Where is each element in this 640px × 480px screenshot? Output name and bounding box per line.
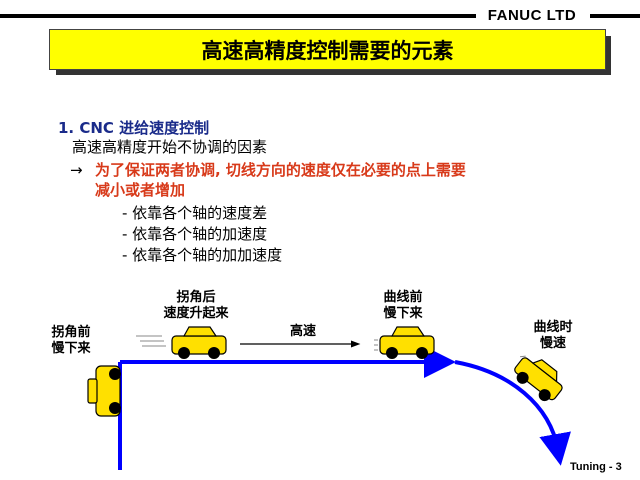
label-high-speed: 高速: [289, 324, 316, 339]
bullet-jerk: - 依靠各个轴的加加速度: [122, 246, 283, 264]
intro-text: 高速高精度开始不协调的因素: [72, 138, 268, 156]
car-before-curve: [374, 326, 435, 359]
label-before-corner: 拐角前 慢下来: [51, 325, 91, 356]
label-before-curve: 曲线前 慢下来: [383, 290, 423, 321]
car-on-curve: [514, 355, 563, 402]
car-after-corner: [136, 326, 227, 359]
header-rule: [0, 14, 640, 18]
point-text-line1: 为了保证两者协调, 切线方向的速度仅在必要的点上需要: [95, 161, 466, 179]
section-heading: 1. CNC 进给速度控制: [58, 119, 210, 137]
page-title: 高速高精度控制需要的元素: [49, 29, 606, 70]
label-on-curve: 曲线时 慢速: [533, 320, 573, 351]
tool-path-curve: [454, 360, 571, 466]
car-before-corner: [87, 365, 121, 417]
point-text-line2: 减小或者增加: [95, 181, 186, 199]
bullet-acceleration: - 依靠各个轴的加速度: [122, 225, 268, 243]
bullet-speed-difference: - 依靠各个轴的速度差: [122, 204, 268, 222]
label-after-corner: 拐角后 速度升起来: [163, 290, 229, 321]
company-brand: FANUC LTD: [487, 7, 577, 24]
arrow-symbol: →: [70, 161, 83, 179]
page-number: Tuning - 3: [570, 461, 622, 473]
